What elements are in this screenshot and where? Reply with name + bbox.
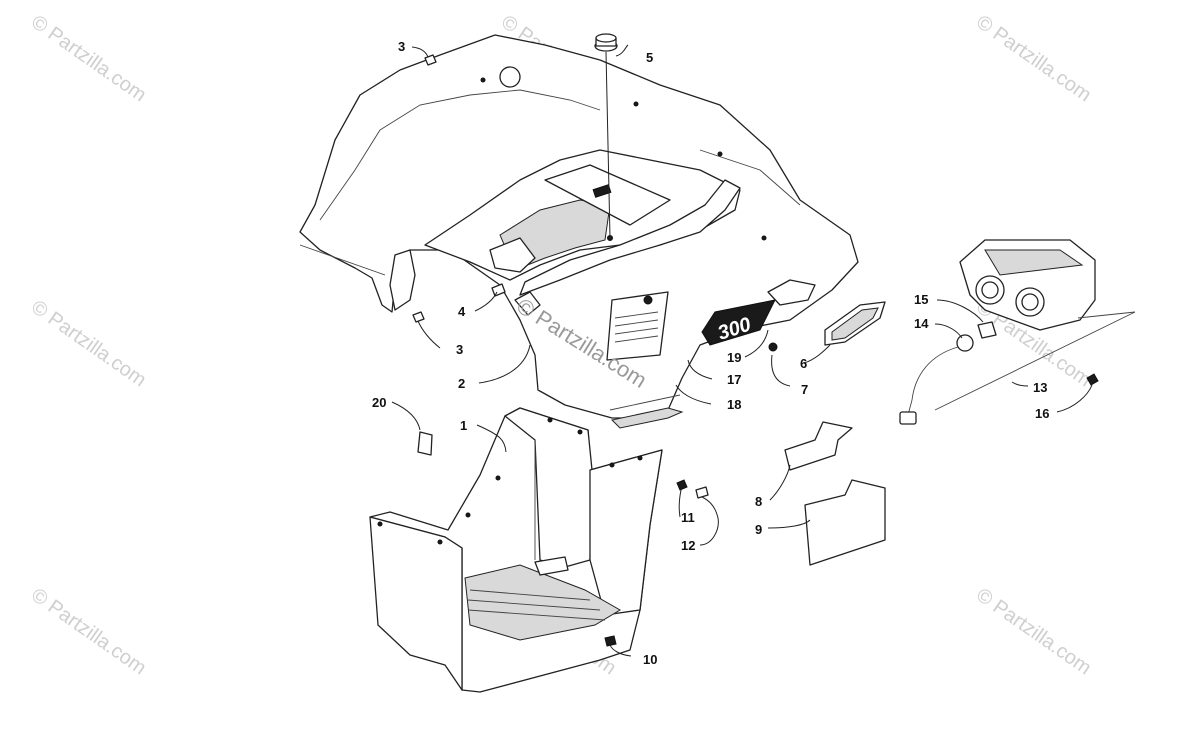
- screw-part-16: [1086, 373, 1099, 386]
- bulb-part-15: [977, 321, 997, 339]
- rear-fender: 300: [299, 34, 859, 429]
- callout-8: 8: [755, 494, 762, 509]
- callout-16: 16: [1035, 406, 1049, 421]
- callout-3-top: 3: [398, 39, 405, 54]
- clip-part-3: [412, 54, 437, 323]
- callout-11: 11: [681, 510, 695, 525]
- callout-labels: 1 2 3 3 4 5 6 7 8 9 10 11 12 13 14 15 16…: [372, 39, 1049, 667]
- screw-part-10: [604, 635, 617, 647]
- callout-17: 17: [727, 372, 741, 387]
- callout-14: 14: [914, 316, 929, 331]
- callout-2: 2: [458, 376, 465, 391]
- taillight-assembly-part-13: [934, 239, 1136, 411]
- watermark-mid-left: © Partzilla.com: [27, 296, 150, 391]
- callout-10: 10: [643, 652, 657, 667]
- plug-part-5: [594, 33, 618, 239]
- callout-18: 18: [727, 397, 741, 412]
- watermark-top-right: © Partzilla.com: [972, 11, 1095, 106]
- pad-part-9: [804, 479, 886, 566]
- pad-part-8: [784, 421, 853, 471]
- leader-lines: [391, 44, 1093, 657]
- nut-part-7: [768, 342, 778, 352]
- screw-part-12: [695, 486, 709, 499]
- lens-part-6: [824, 301, 886, 346]
- watermark-top-left: © Partzilla.com: [27, 11, 150, 106]
- callout-1: 1: [460, 418, 467, 433]
- footwell-part-1: [369, 407, 663, 693]
- socket-wire-part-14: [899, 334, 974, 425]
- nut-part-11: [676, 479, 688, 491]
- pad-part-20: [417, 431, 433, 456]
- callout-4: 4: [458, 304, 466, 319]
- watermark-bottom-left: © Partzilla.com: [27, 584, 150, 679]
- callout-12: 12: [681, 538, 695, 553]
- watermark-bottom-right: © Partzilla.com: [972, 584, 1095, 679]
- callout-19: 19: [727, 350, 741, 365]
- callout-6: 6: [800, 356, 807, 371]
- callout-9: 9: [755, 522, 762, 537]
- callout-3-bottom: 3: [456, 342, 463, 357]
- clip-part-4: [491, 283, 506, 297]
- callout-20: 20: [372, 395, 386, 410]
- callout-15: 15: [914, 292, 928, 307]
- callout-5: 5: [646, 50, 653, 65]
- callout-7: 7: [801, 382, 808, 397]
- callout-13: 13: [1033, 380, 1047, 395]
